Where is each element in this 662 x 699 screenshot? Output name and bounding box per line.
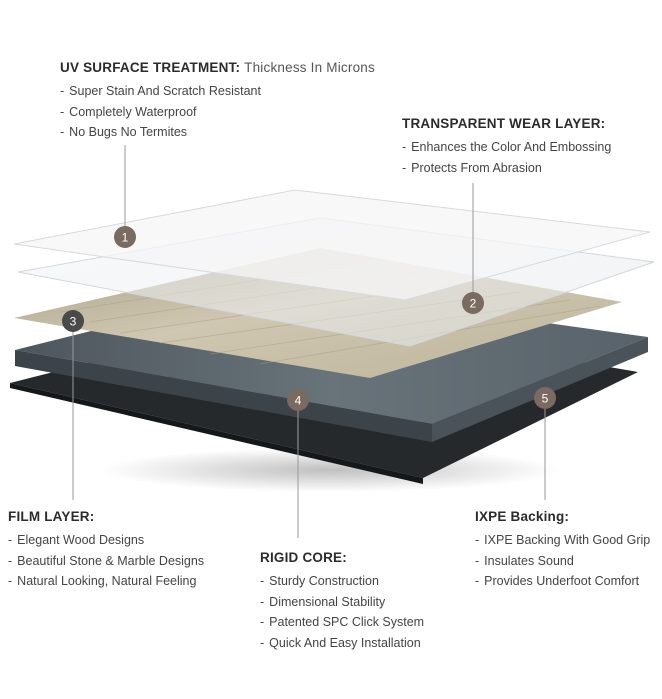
badge-4: 4: [287, 389, 309, 411]
film-layer-info: FILM LAYER: -Elegant Wood Designs -Beaut…: [8, 509, 204, 592]
list-item: -Protects From Abrasion: [402, 160, 542, 175]
list-item: -Super Stain And Scratch Resistant: [60, 84, 261, 98]
list-item: -Completely Waterproof: [60, 104, 197, 119]
uv-surface-title-text: UV SURFACE TREATMENT:: [60, 60, 241, 75]
uv-surface-title: UV SURFACE TREATMENT: Thickness In Micro…: [60, 60, 375, 75]
list-item: -Natural Looking, Natural Feeling: [8, 574, 197, 588]
film-layer-title: FILM LAYER:: [8, 509, 95, 524]
badge-5: 5: [534, 387, 556, 409]
wear-layer-list: -Enhances the Color And Embossing -Prote…: [402, 137, 611, 178]
rigid-core-info: RIGID CORE: -Sturdy Construction -Dimens…: [260, 550, 424, 653]
uv-surface-layer: [13, 189, 651, 301]
list-item: -Sturdy Construction: [260, 574, 379, 588]
rigid-core-list: -Sturdy Construction -Dimensional Stabil…: [260, 571, 424, 653]
ixpe-backing-edge: [10, 383, 423, 484]
badge-4-number: 4: [295, 394, 302, 408]
badge-3: 3: [62, 310, 84, 332]
rigid-core-front-edge: [15, 350, 432, 442]
badge-5-number: 5: [542, 392, 549, 406]
rigid-core-title: RIGID CORE:: [260, 550, 347, 565]
uv-surface-subtitle: Thickness In Microns: [244, 60, 375, 75]
list-item: -IXPE Backing With Good Grip: [475, 533, 651, 547]
badge-3-number: 3: [70, 315, 77, 329]
badge-2: 2: [462, 292, 484, 314]
list-item: -Beautiful Stone & Marble Designs: [8, 553, 205, 568]
list-item: -Patented SPC Click System: [260, 615, 425, 629]
list-item: -Quick And Easy Installation: [260, 635, 421, 650]
list-item: -Insulates Sound: [475, 553, 574, 568]
badge-1: 1: [114, 226, 136, 248]
wear-layer-title: TRANSPARENT WEAR LAYER:: [402, 116, 606, 131]
list-item: -No Bugs No Termites: [60, 125, 188, 139]
wear-layer-info: TRANSPARENT WEAR LAYER: -Enhances the Co…: [402, 116, 611, 178]
uv-surface-list: -Super Stain And Scratch Resistant -Comp…: [60, 81, 375, 143]
list-item: -Enhances the Color And Embossing: [402, 140, 612, 154]
badge-2-number: 2: [470, 297, 477, 311]
uv-surface-info: UV SURFACE TREATMENT: Thickness In Micro…: [60, 60, 375, 143]
list-item: -Elegant Wood Designs: [8, 533, 145, 547]
ixpe-backing-info: IXPE Backing: -IXPE Backing With Good Gr…: [475, 509, 650, 592]
badge-1-number: 1: [122, 231, 129, 245]
film-layer-list: -Elegant Wood Designs -Beautiful Stone &…: [8, 530, 204, 592]
list-item: -Dimensional Stability: [260, 594, 386, 609]
ixpe-backing-title: IXPE Backing:: [475, 509, 570, 524]
ixpe-backing-list: -IXPE Backing With Good Grip -Insulates …: [475, 530, 650, 592]
list-item: -Provides Underfoot Comfort: [475, 574, 640, 588]
